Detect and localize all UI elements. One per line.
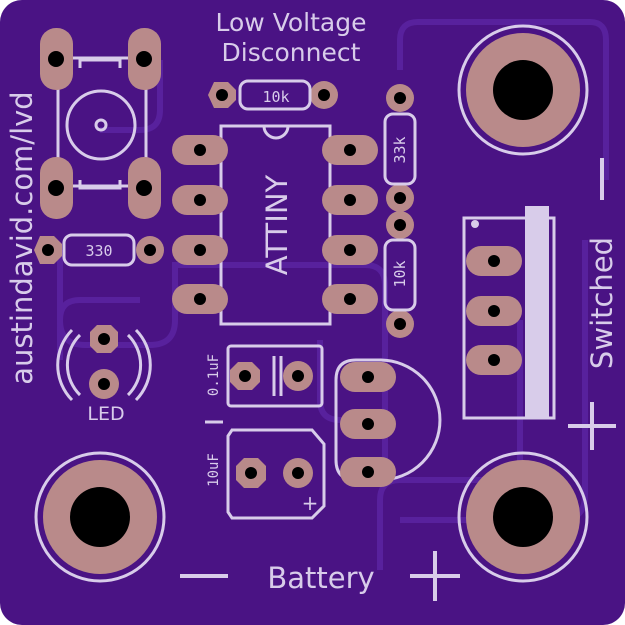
- capacitor-c2: 10uF +: [206, 428, 326, 520]
- mounting-hole-icon: [457, 24, 589, 156]
- resistor-r4: 10k: [383, 211, 417, 338]
- resistor-r3-label: 33k: [391, 136, 409, 163]
- battery-label: Battery: [267, 561, 374, 595]
- resistor-r2-label: 330: [85, 242, 112, 260]
- mounting-hole-icon: [457, 451, 589, 583]
- resistor-r2: 330: [34, 233, 164, 267]
- switched-polarity: Switched: [568, 158, 619, 450]
- resistor-r3: 33k: [383, 84, 417, 212]
- title-line-2: Disconnect: [222, 38, 361, 67]
- capacitor-c1-label: 0.1uF: [206, 354, 222, 396]
- pushbutton-icon: [40, 28, 161, 219]
- resistor-r1: 10k: [208, 79, 338, 111]
- mounting-hole-icon: [34, 451, 166, 583]
- ic-attiny: ATTINY: [172, 124, 378, 326]
- battery-polarity: Battery: [180, 551, 460, 601]
- mosfet: [462, 206, 556, 420]
- capacitor-c2-label: 10uF: [206, 453, 222, 487]
- led-label: LED: [87, 403, 124, 425]
- ic-label: ATTINY: [260, 174, 294, 275]
- switched-label: Switched: [585, 237, 619, 369]
- resistor-r1-label: 10k: [262, 88, 289, 106]
- resistor-r4-label: 10k: [391, 260, 409, 287]
- title-line-1: Low Voltage: [216, 8, 367, 37]
- voltage-regulator: [334, 358, 442, 487]
- capacitor-c2-plus: +: [302, 491, 319, 515]
- led: LED: [56, 325, 152, 425]
- url-text: austindavid.com/lvd: [5, 91, 39, 384]
- capacitor-c1: 0.1uF: [206, 344, 324, 408]
